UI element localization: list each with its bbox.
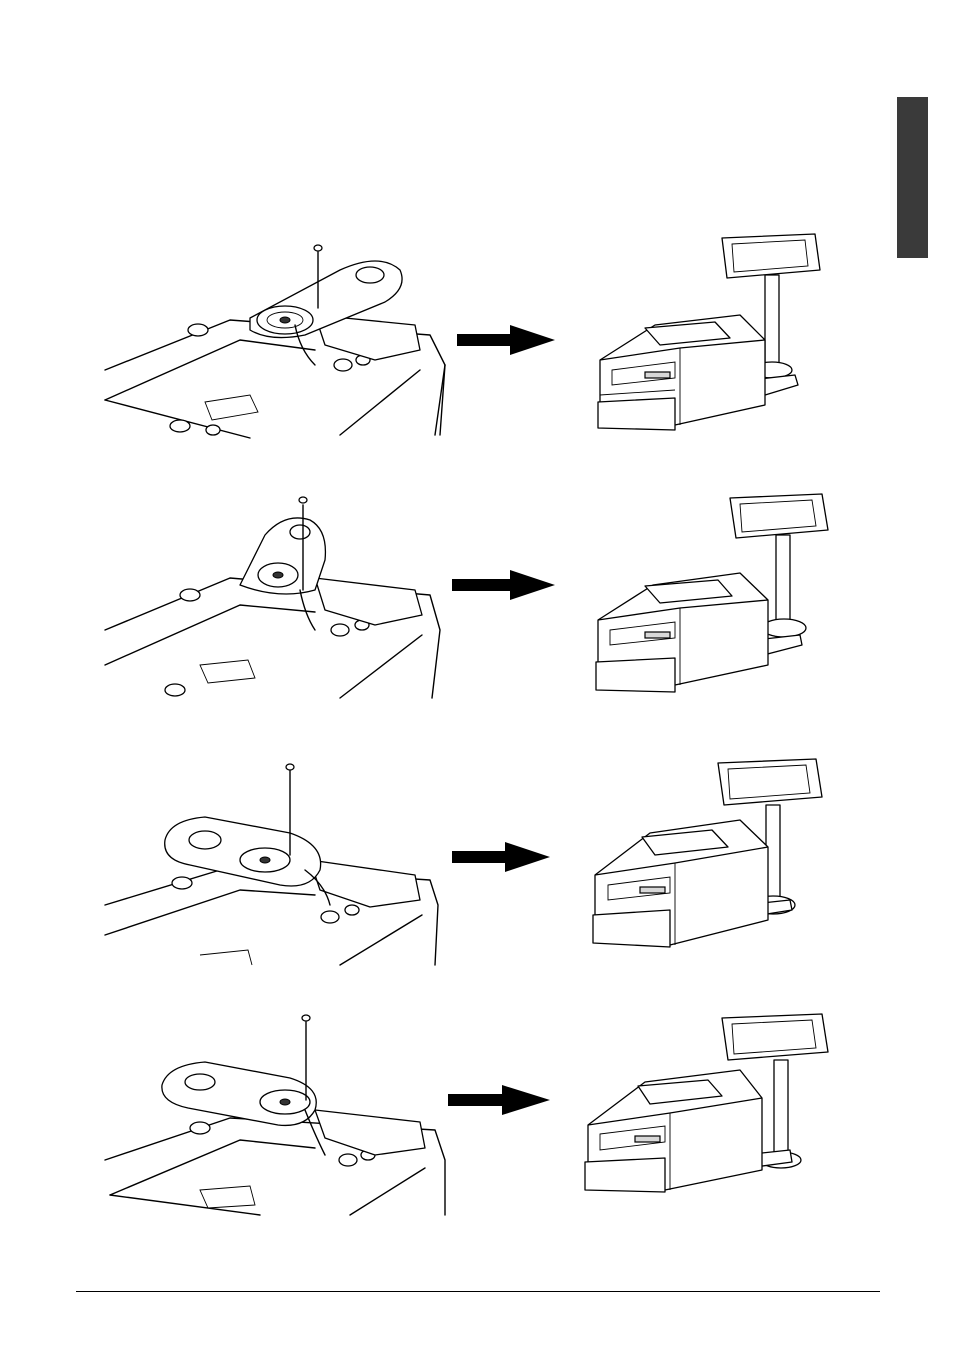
printer-with-display-illustration bbox=[100, 230, 860, 445]
figure-row-3 bbox=[100, 755, 860, 970]
printer-with-display-illustration bbox=[100, 755, 860, 970]
section-thumb-tab bbox=[897, 97, 928, 258]
footer-rule bbox=[76, 1291, 880, 1292]
printer-with-display-illustration bbox=[100, 490, 860, 705]
figure-row-2 bbox=[100, 490, 860, 705]
figure-row-4 bbox=[100, 1010, 860, 1225]
printer-with-display-illustration bbox=[100, 1010, 860, 1225]
figure-row-1 bbox=[100, 230, 860, 445]
